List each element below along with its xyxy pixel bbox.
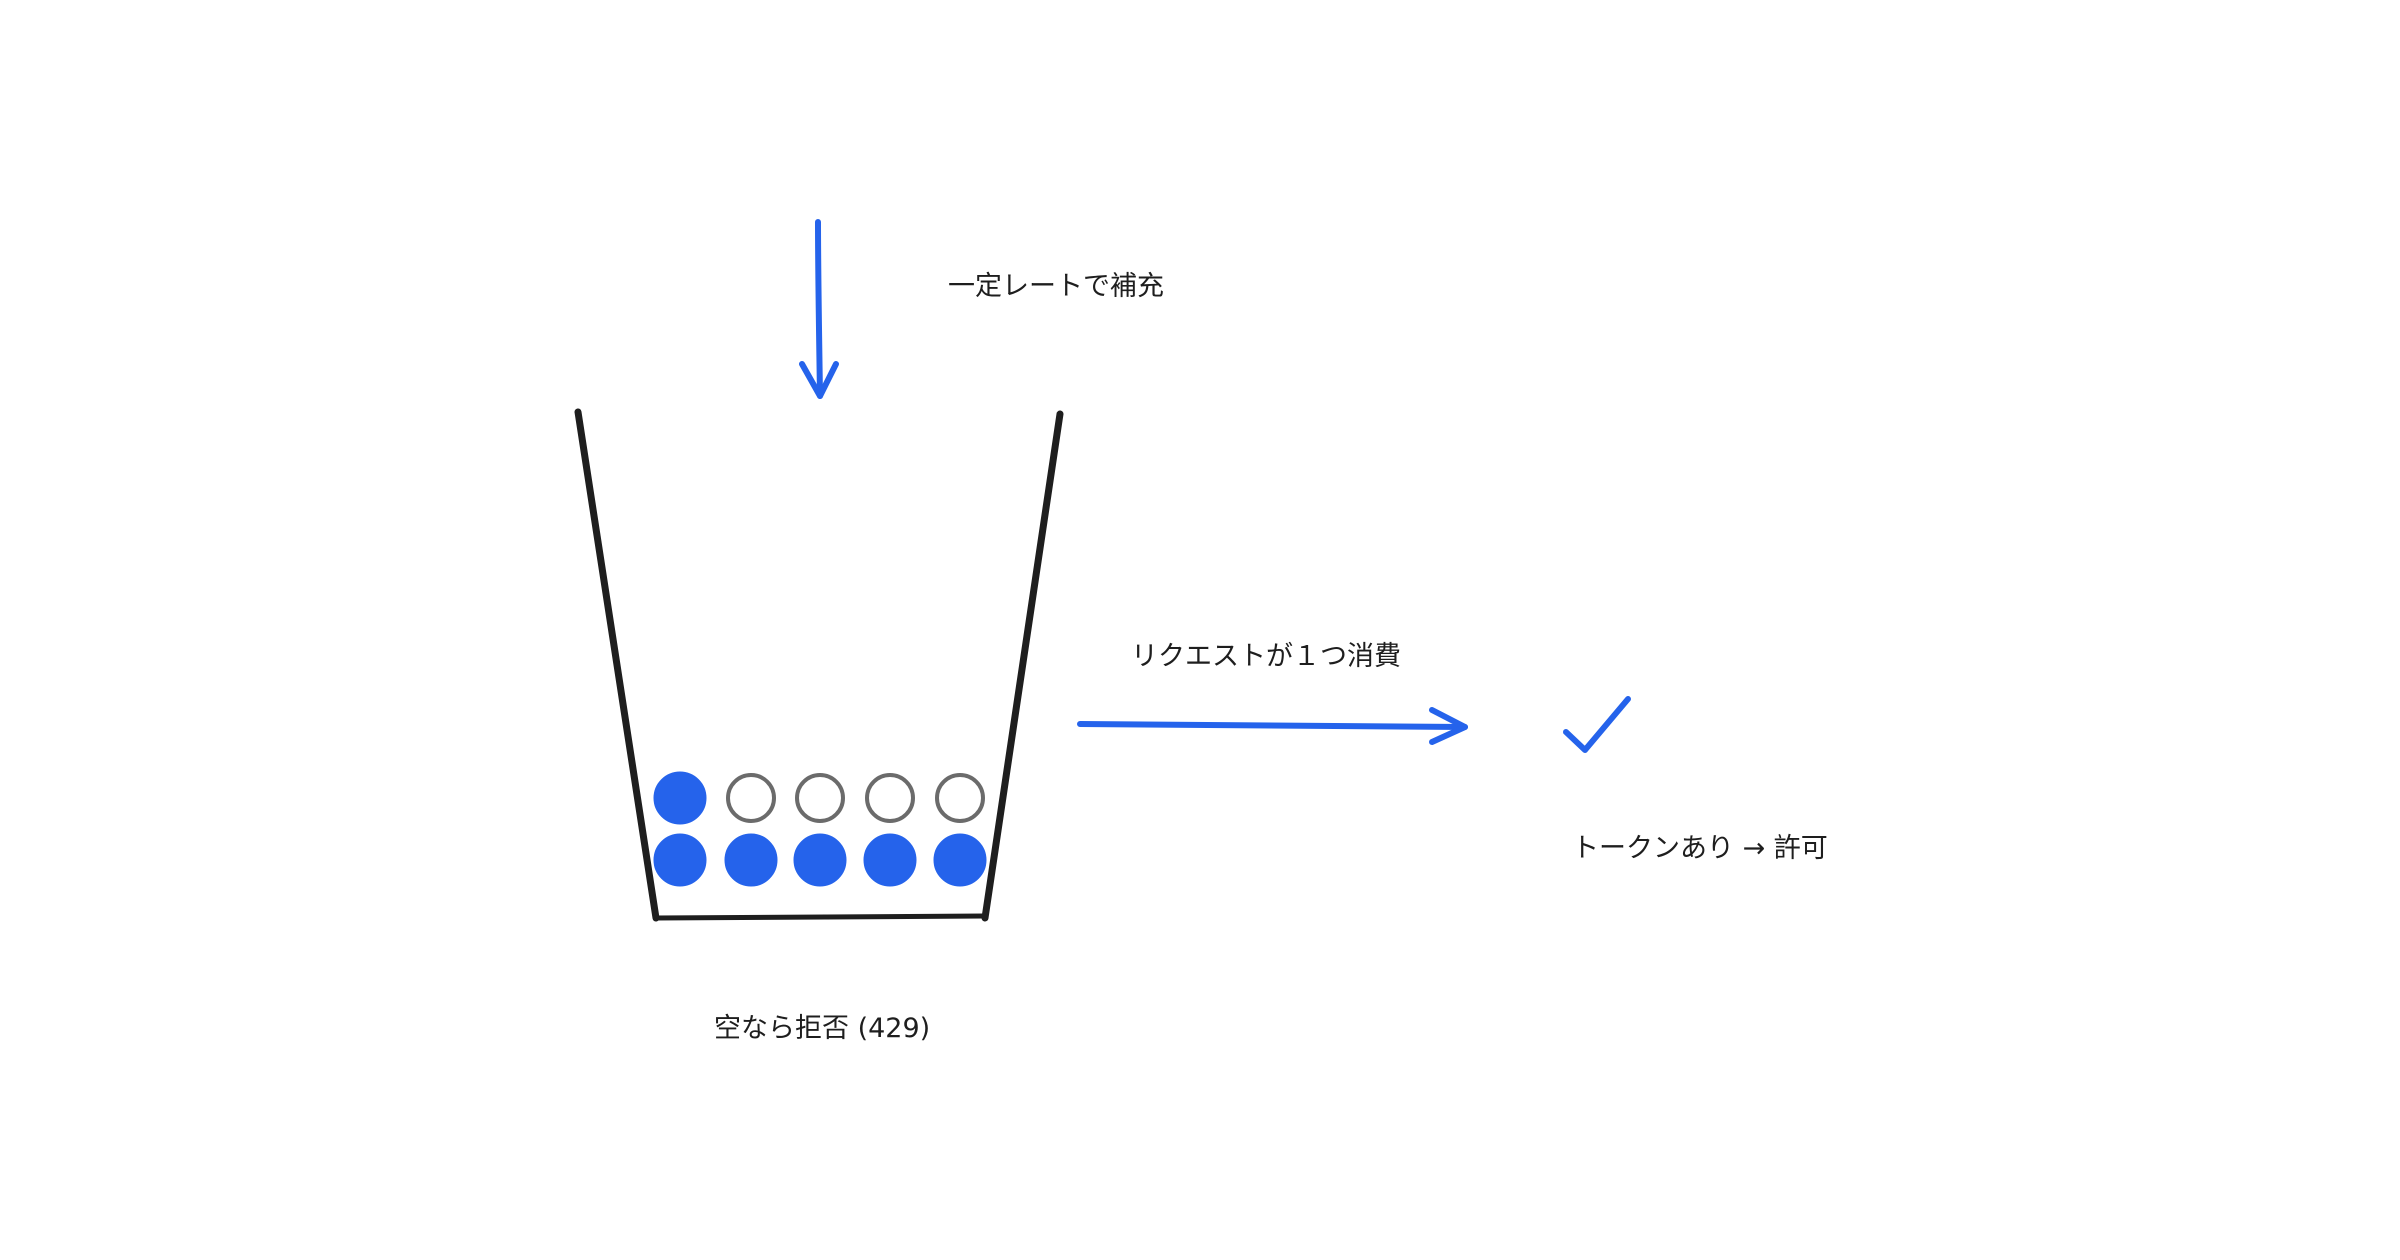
consume-label: リクエストが１つ消費: [1131, 641, 1401, 672]
refill-arrow-icon: [799, 219, 839, 399]
empty-token: [865, 773, 915, 823]
filled-token: [793, 833, 847, 887]
tokens: [653, 771, 987, 887]
rejected-label: 空なら拒否 (429): [714, 1013, 931, 1044]
filled-token: [653, 771, 707, 825]
filled-token: [724, 833, 778, 887]
bucket-right-wall: [981, 410, 1064, 922]
bucket-bottom: [653, 913, 988, 921]
allowed-label: トークンあり → 許可: [1572, 833, 1828, 864]
empty-token: [726, 773, 776, 823]
consume-arrow-icon: [1077, 707, 1468, 745]
bucket: [574, 408, 1064, 922]
check-icon: [1563, 696, 1631, 753]
bucket-left-wall: [574, 408, 660, 922]
filled-token: [653, 833, 707, 887]
refill-label: 一定レートで補充: [948, 271, 1164, 302]
empty-token: [935, 773, 985, 823]
empty-token: [795, 773, 845, 823]
filled-token: [933, 833, 987, 887]
filled-token: [863, 833, 917, 887]
